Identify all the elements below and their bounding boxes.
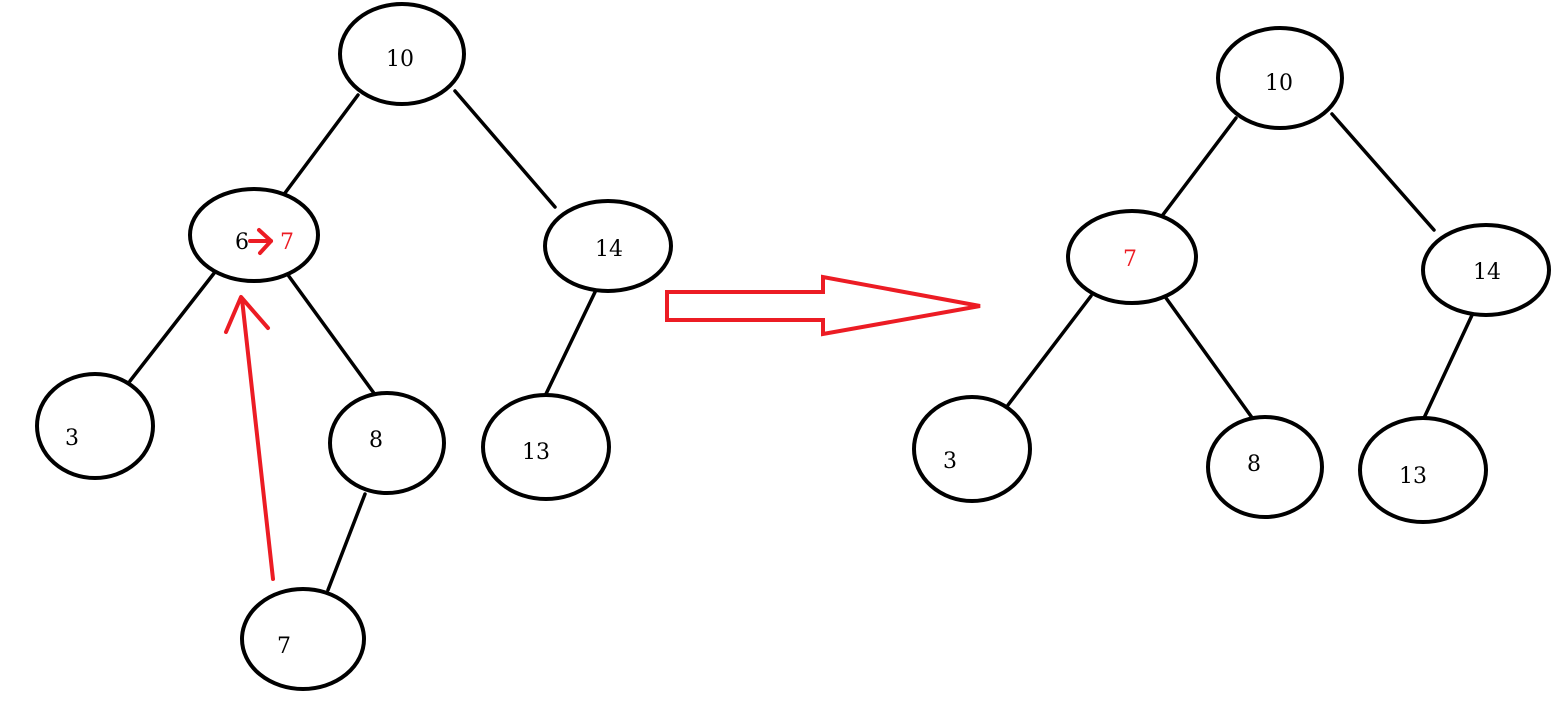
before-node-left-replacement-label: 7 xyxy=(280,230,294,255)
before-node-left-label: 6 xyxy=(235,230,249,255)
after-edge-7-8 xyxy=(1164,296,1255,421)
before-node-left-right-left-label: 7 xyxy=(277,634,291,659)
after-node-left-left-label: 3 xyxy=(943,449,957,474)
before-edge-14-13 xyxy=(543,288,598,398)
move-up-arrow-icon xyxy=(224,295,275,581)
before-node-right-label: 14 xyxy=(595,237,623,262)
before-edge-8-7 xyxy=(326,492,367,592)
after-node-left-right: 8 xyxy=(1206,415,1324,519)
after-edge-10-14 xyxy=(1330,112,1436,232)
after-tree: 10 7 14 3 8 13 xyxy=(912,26,1551,524)
before-edge-6-8 xyxy=(286,273,378,398)
before-node-left-left: 3 xyxy=(35,372,155,480)
after-edge-7-3 xyxy=(1006,294,1093,407)
before-node-left-right: 8 xyxy=(328,391,446,495)
transition-arrow-icon xyxy=(665,274,981,337)
before-node-left: 6 7 xyxy=(188,187,320,283)
after-node-left-left: 3 xyxy=(912,395,1032,503)
before-edge-10-6 xyxy=(283,93,360,195)
before-node-left-right-left: 7 xyxy=(240,587,366,691)
after-node-right-left-label: 13 xyxy=(1399,464,1427,489)
replacement-arrow-icon xyxy=(248,228,273,255)
before-node-right-left: 13 xyxy=(481,393,611,501)
after-node-root: 10 xyxy=(1216,26,1344,130)
after-node-root-label: 10 xyxy=(1265,71,1293,96)
before-edge-6-3 xyxy=(128,270,217,383)
after-node-right: 14 xyxy=(1421,223,1551,317)
after-edge-14-13 xyxy=(1422,311,1475,420)
after-node-left: 7 xyxy=(1066,209,1198,305)
before-node-left-left-label: 3 xyxy=(65,426,79,451)
after-node-right-label: 14 xyxy=(1473,260,1501,285)
before-node-left-right-label: 8 xyxy=(369,428,383,453)
after-node-right-left: 13 xyxy=(1358,416,1488,524)
before-node-root-label: 10 xyxy=(386,47,414,72)
after-edge-10-7 xyxy=(1160,116,1238,218)
after-node-left-label: 7 xyxy=(1123,247,1137,272)
before-tree: 10 6 7 14 3 8 13 xyxy=(35,2,673,691)
before-edge-10-14 xyxy=(453,89,557,209)
before-node-root: 10 xyxy=(338,2,466,106)
before-node-right: 14 xyxy=(543,199,673,293)
after-node-left-right-label: 8 xyxy=(1247,452,1261,477)
before-node-right-left-label: 13 xyxy=(522,440,550,465)
